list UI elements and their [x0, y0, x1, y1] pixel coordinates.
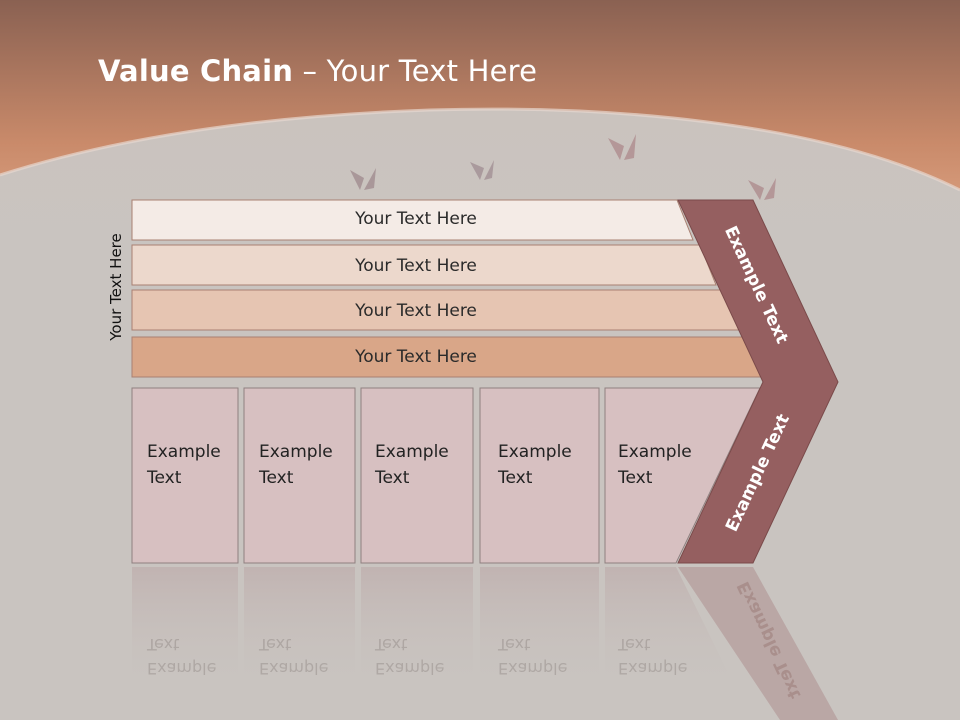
support-row-1-label: Your Text Here [355, 209, 477, 229]
support-row-1[interactable] [131, 199, 694, 241]
margin-chevron[interactable] [677, 199, 839, 564]
column-label-line1: Example [618, 442, 692, 462]
primary-column-1[interactable] [131, 387, 239, 564]
column-label-line2: Text [498, 468, 533, 488]
title-bold: Value Chain [98, 54, 294, 88]
primary-column-4-label: Example Text [498, 439, 572, 491]
primary-column-2[interactable] [243, 387, 356, 564]
column-label-line2: Text [147, 468, 182, 488]
decorative-butterflies [350, 134, 776, 200]
reflection-line2: Text [375, 635, 408, 654]
reflection-line1: Example [259, 659, 329, 678]
column-label-line2: Text [375, 468, 410, 488]
support-row-2[interactable] [131, 244, 717, 286]
reflection-text-2: Example Text [259, 632, 328, 680]
reflection-line1: Example [498, 659, 568, 678]
reflection-line2: Text [618, 635, 651, 654]
reflection-line1: Example [618, 659, 688, 678]
primary-column-2-label: Example Text [259, 439, 333, 491]
primary-column-3-label: Example Text [375, 439, 449, 491]
column-label-line1: Example [498, 442, 572, 462]
primary-column-5[interactable] [604, 387, 761, 564]
primary-column-3[interactable] [360, 387, 474, 564]
column-label-line1: Example [259, 442, 333, 462]
reflection-text-1: Example Text [147, 632, 216, 680]
reflection-line2: Text [498, 635, 531, 654]
primary-column-5-label: Example Text [618, 439, 692, 491]
column-label-line2: Text [259, 468, 294, 488]
title-rest: – Your Text Here [293, 54, 538, 88]
slide-title: Value Chain – Your Text Here [98, 54, 537, 88]
reflection-text-5: Example Text [618, 632, 687, 680]
primary-column-4[interactable] [479, 387, 600, 564]
primary-column-1-label: Example Text [147, 439, 221, 491]
reflection-text-3: Example Text [375, 632, 444, 680]
support-row-2-label: Your Text Here [355, 256, 477, 276]
reflection-text-4: Example Text [498, 632, 567, 680]
support-row-3-label: Your Text Here [355, 301, 477, 321]
column-label-line1: Example [375, 442, 449, 462]
column-label-line1: Example [147, 442, 221, 462]
reflection-line2: Text [259, 635, 292, 654]
reflection-line1: Example [147, 659, 217, 678]
column-label-line2: Text [618, 468, 653, 488]
support-row-4-label: Your Text Here [355, 347, 477, 367]
reflection-line1: Example [375, 659, 445, 678]
diagram-reflection [132, 567, 838, 720]
reflection-line2: Text [147, 635, 180, 654]
